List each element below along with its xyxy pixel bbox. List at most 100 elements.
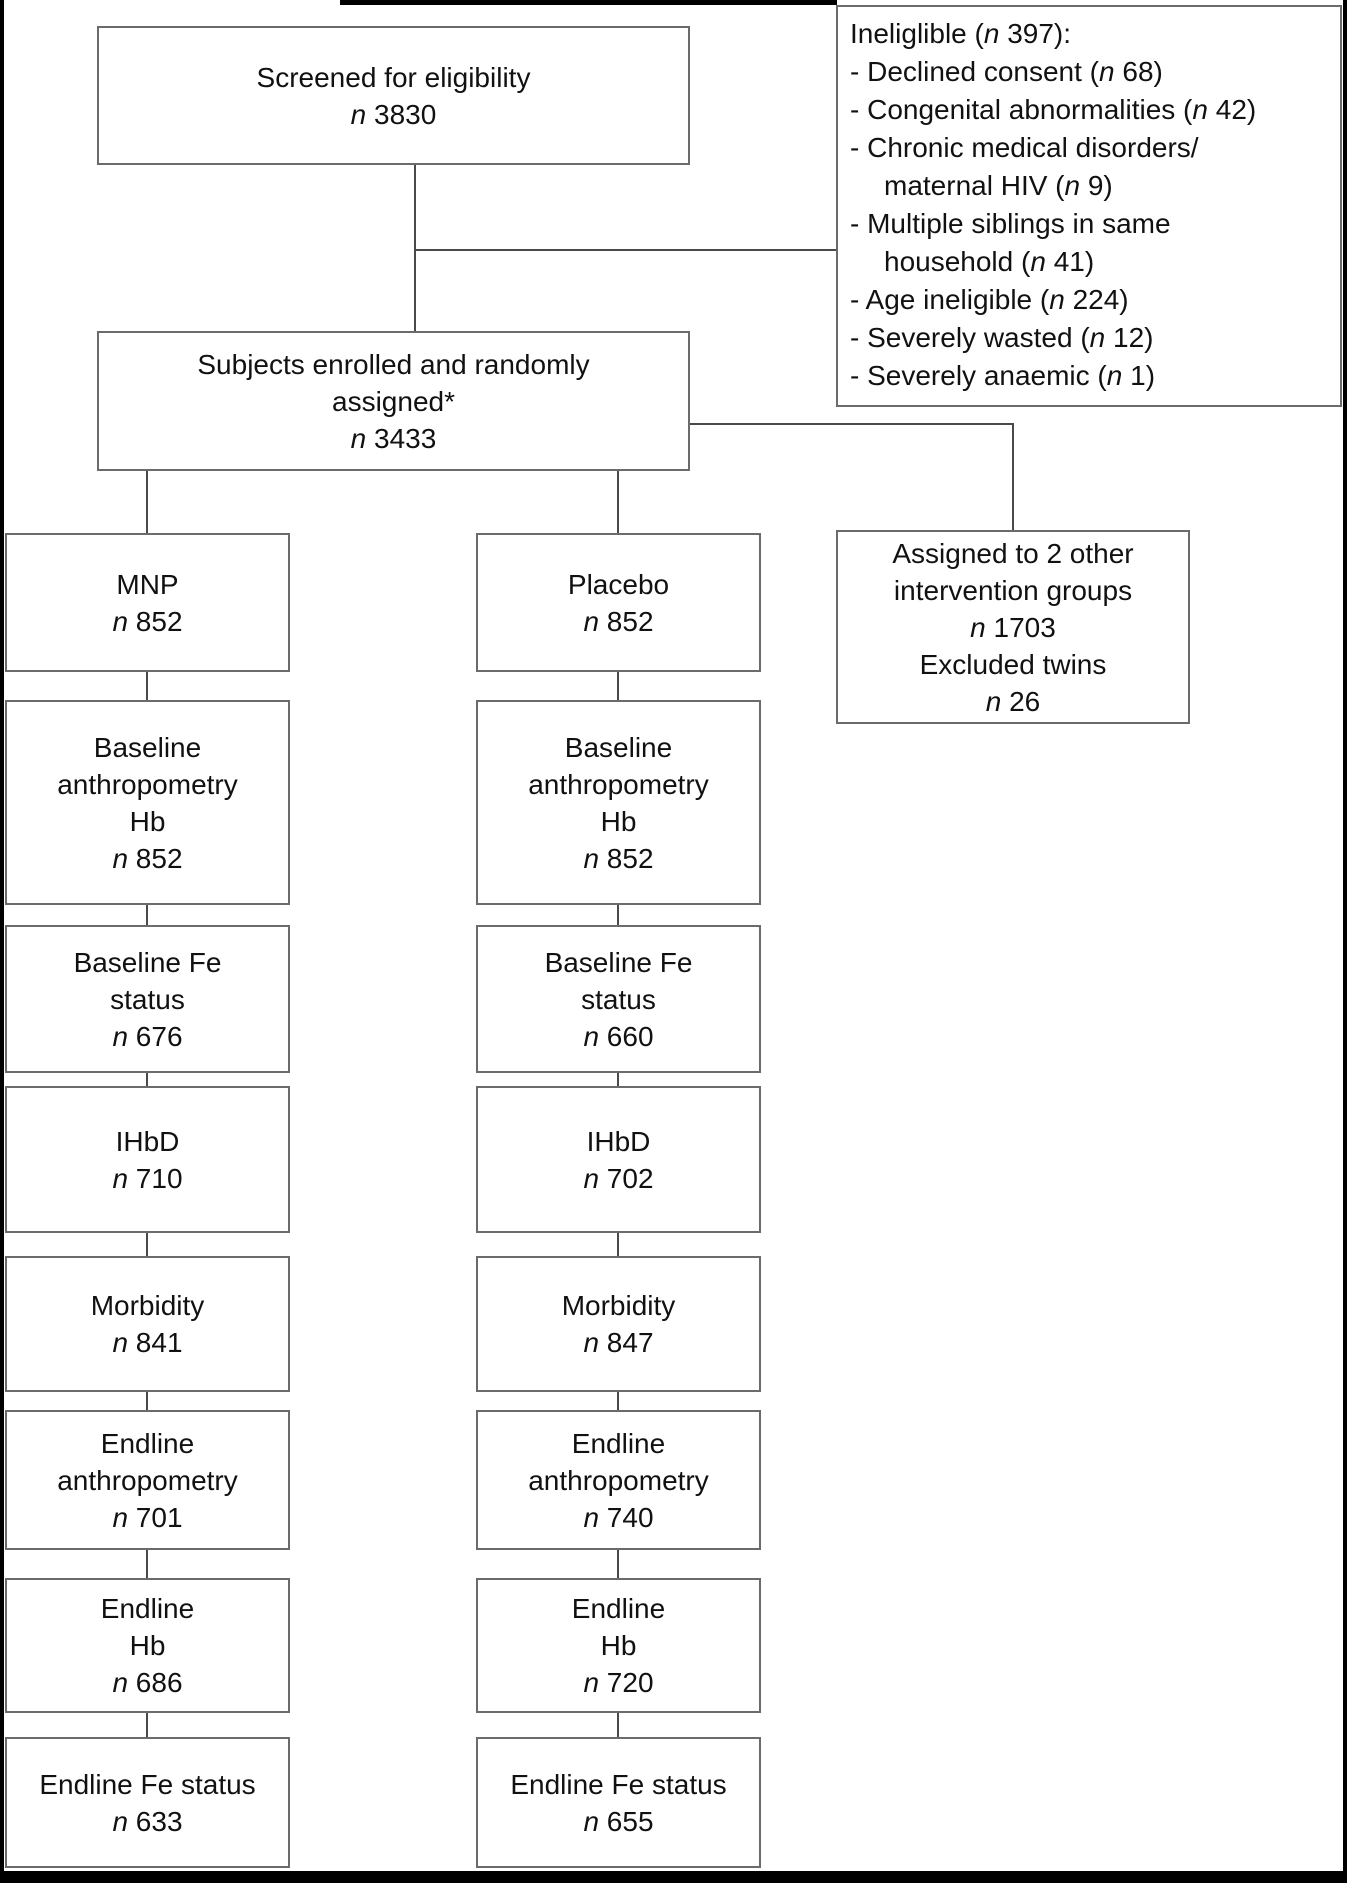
n-italic: n	[112, 1667, 129, 1698]
box-baseline-anthropometry-mnp: Baseline anthropometry Hb n 852	[5, 700, 290, 905]
box-title: Hb	[600, 1630, 637, 1661]
connector-enrolled-to-mnp	[146, 471, 148, 533]
connector-mnp-2	[146, 905, 148, 925]
box-title: Endline	[571, 1593, 666, 1624]
count-value: 847	[599, 1327, 654, 1358]
ineligible-line-continuation: maternal HIV (n 9)	[884, 170, 1113, 201]
n-italic: n	[1089, 322, 1106, 353]
count-line: n 676	[112, 1018, 182, 1055]
box-title: Endline Fe status	[510, 1768, 727, 1800]
ineligible-line: - Chronic medical disorders/	[850, 132, 1199, 163]
box-placebo: Placebo n 852	[476, 533, 761, 672]
count-line: n 852	[583, 840, 653, 877]
count-value: 740	[599, 1501, 654, 1533]
count-value: 655	[599, 1805, 654, 1837]
connector-mnp-7	[146, 1713, 148, 1737]
box-title: intervention groups	[893, 574, 1133, 606]
connector-enrolled-to-other-vertical	[1012, 423, 1014, 530]
box-title: Endline	[100, 1593, 195, 1624]
count-value: 701	[128, 1501, 183, 1533]
count-value: 633	[128, 1805, 183, 1837]
n-italic: n	[970, 611, 986, 643]
n-italic: n	[112, 1805, 129, 1837]
count-value: 710	[128, 1162, 183, 1194]
ineligible-line-continuation: household (n 41)	[884, 246, 1095, 277]
box-title: Endline	[100, 1427, 195, 1459]
n-italic: n	[583, 1327, 600, 1358]
box-title: Baseline Fe	[544, 946, 693, 978]
box-title: anthropometry	[57, 768, 238, 800]
n-italic: n	[112, 1501, 129, 1533]
ineligible-line: - Multiple siblings in same	[850, 208, 1171, 239]
n-italic: n	[112, 1020, 129, 1052]
box-title: Hb	[600, 805, 637, 837]
n-italic: n	[112, 1327, 129, 1358]
box-title: Endline Fe status	[39, 1768, 256, 1800]
box-title: Hb	[129, 805, 166, 837]
n-italic: n	[112, 605, 129, 637]
count-value: 852	[599, 605, 654, 637]
box-title: Baseline Fe	[73, 946, 222, 978]
top-border-strip	[340, 0, 837, 5]
connector-mnp-6	[146, 1550, 148, 1578]
box-title: Hb	[129, 1630, 166, 1661]
count-value: 720	[599, 1667, 654, 1698]
count-line: n 852	[112, 603, 182, 640]
n-italic: n	[350, 98, 367, 130]
n-italic: n	[1099, 56, 1115, 87]
count-value: 3433	[366, 422, 437, 454]
count-value: 660	[599, 1020, 654, 1052]
n-italic: n	[1064, 170, 1081, 201]
n-italic: n	[1049, 284, 1065, 315]
box-endline-fe-placebo: Endline Fe status n 655	[476, 1737, 761, 1868]
ineligible-line: - Severely wasted (n 12)	[850, 322, 1154, 353]
n-italic: n	[983, 18, 1000, 49]
count-line: n 1703	[970, 609, 1056, 646]
box-baseline-fe-mnp: Baseline Fe status n 676	[5, 925, 290, 1073]
bottom-border-bar	[0, 1871, 1347, 1883]
connector-mnp-1	[146, 672, 148, 700]
box-morbidity-placebo: Morbidity n 847	[476, 1256, 761, 1392]
ineligible-header: Ineliglible (n 397):	[850, 18, 1072, 49]
box-ihbd-mnp: IHbD n 710	[5, 1086, 290, 1233]
box-other-groups: Assigned to 2 other intervention groups …	[836, 530, 1190, 724]
n-italic: n	[1030, 246, 1046, 277]
left-border-strip	[0, 0, 4, 1883]
count-line: n 26	[986, 683, 1041, 720]
box-title: MNP	[116, 568, 179, 600]
connector-placebo-5	[617, 1392, 619, 1410]
count-line: n 702	[583, 1160, 653, 1197]
count-line: n 847	[583, 1324, 653, 1361]
box-screened: Screened for eligibility n 3830	[97, 26, 690, 165]
n-italic: n	[583, 1667, 600, 1698]
box-endline-anthropometry-placebo: Endline anthropometry n 740	[476, 1410, 761, 1550]
n-italic: n	[583, 1162, 600, 1194]
box-title: anthropometry	[528, 1464, 709, 1496]
box-title: Endline	[571, 1427, 666, 1459]
box-ineligible: Ineliglible (n 397): - Declined consent …	[836, 5, 1342, 407]
n-italic: n	[350, 422, 367, 454]
count-value: 686	[128, 1667, 183, 1698]
connector-placebo-4	[617, 1233, 619, 1256]
n-italic: n	[583, 842, 600, 874]
count-line: n 660	[583, 1018, 653, 1055]
ineligible-line: - Declined consent (n 68)	[850, 56, 1163, 87]
box-baseline-fe-placebo: Baseline Fe status n 660	[476, 925, 761, 1073]
box-title: assigned*	[332, 385, 455, 417]
n-italic: n	[1192, 94, 1208, 125]
count-line: n 841	[112, 1324, 182, 1361]
count-value: 841	[128, 1327, 183, 1358]
connector-placebo-3	[617, 1073, 619, 1086]
box-baseline-anthropometry-placebo: Baseline anthropometry Hb n 852	[476, 700, 761, 905]
n-italic: n	[112, 842, 129, 874]
box-title: status	[581, 983, 656, 1015]
connector-placebo-7	[617, 1713, 619, 1737]
connector-screened-to-enrolled	[414, 165, 416, 331]
count-line: n 710	[112, 1160, 182, 1197]
box-title: Baseline	[564, 731, 673, 763]
box-mnp: MNP n 852	[5, 533, 290, 672]
box-enrolled: Subjects enrolled and randomly assigned*…	[97, 331, 690, 471]
n-italic: n	[985, 685, 1002, 717]
box-ihbd-placebo: IHbD n 702	[476, 1086, 761, 1233]
